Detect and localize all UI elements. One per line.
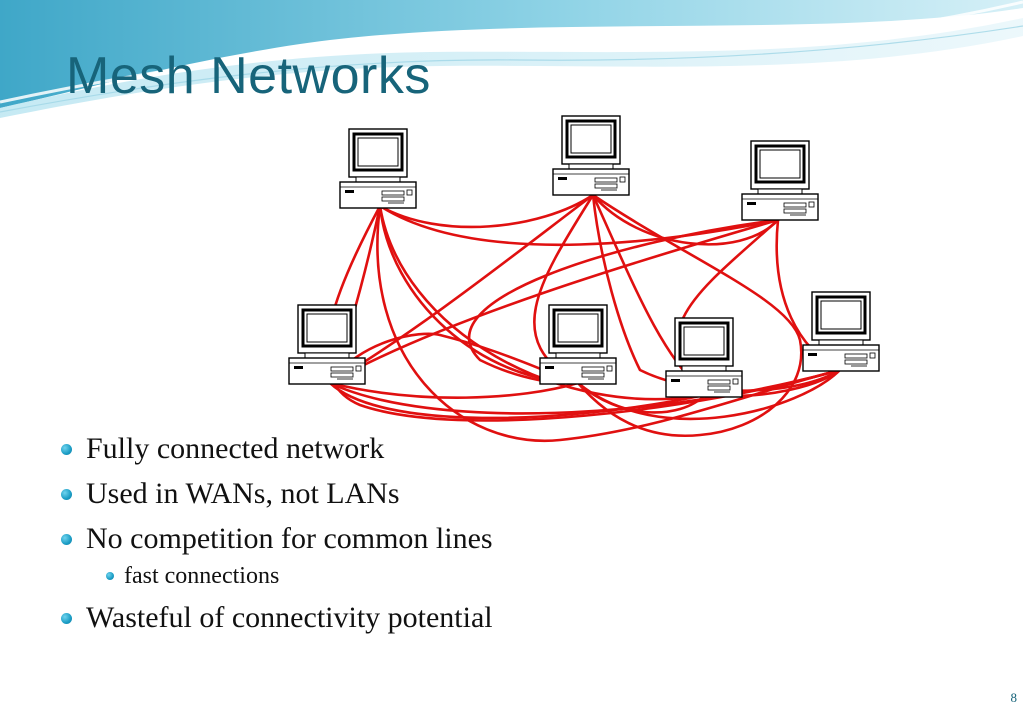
link-pc3-pc4 — [328, 218, 780, 385]
sub-bullet-dot-icon — [106, 572, 114, 580]
slide-title: Mesh Networks — [66, 47, 431, 105]
bullet-dot-icon — [61, 534, 72, 545]
link-pc5-pc7 — [576, 368, 842, 421]
bullet-item: Wasteful of connectivity potential — [60, 599, 493, 637]
page-number: 8 — [1010, 690, 1018, 705]
computer-node-3-icon — [740, 139, 820, 222]
computer-node-6-icon — [664, 316, 744, 399]
bullet-item: Fully connected network — [60, 430, 493, 468]
bullet-item: No competition for common lines — [60, 520, 493, 558]
sub-bullet-item: fast connections — [60, 561, 493, 591]
computer-node-7-icon — [801, 290, 881, 373]
computer-node-4-icon — [287, 303, 367, 386]
computer-node-5-icon — [538, 303, 618, 386]
computer-node-2-icon — [551, 114, 631, 197]
bullet-dot-icon — [61, 613, 72, 624]
mesh-links — [325, 193, 842, 443]
bullet-text: Wasteful of connectivity potential — [86, 601, 493, 634]
link-pc4-pc5 — [328, 381, 580, 399]
bullet-text: Fully connected network — [86, 432, 385, 465]
bullet-dot-icon — [61, 444, 72, 455]
link-pc1-pc5 — [378, 204, 580, 385]
link-pc2-pc7-outer — [576, 193, 803, 438]
bullet-text: No competition for common lines — [86, 522, 493, 555]
bullet-text: Used in WANs, not LANs — [86, 477, 400, 510]
link-pc1-pc2 — [378, 193, 595, 229]
link-pc1-pc3 — [378, 204, 780, 247]
bullet-dot-icon — [61, 489, 72, 500]
sub-bullet-text: fast connections — [124, 563, 280, 589]
link-pc2-pc3 — [591, 193, 780, 246]
bullet-list: Fully connected network Used in WANs, no… — [60, 430, 493, 644]
header-wave-decoration — [0, 0, 1023, 118]
computer-node-1-icon — [338, 127, 418, 210]
link-pc1-pc6 — [378, 204, 707, 401]
link-pc1-pc7-outer — [325, 204, 842, 422]
bullet-item: Used in WANs, not LANs — [60, 475, 493, 513]
